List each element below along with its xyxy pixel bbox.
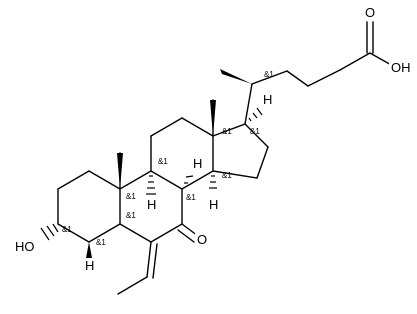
bond-c20-c22 (251, 70, 288, 85)
stereo-label-c13: &1 (222, 127, 232, 136)
bond-c6-ethylidene-double-a (146, 241, 152, 278)
ketone-o-label: O (197, 232, 207, 247)
bond-c11-c12 (150, 117, 183, 137)
bond-c5-c10 (88, 223, 121, 243)
hash-c14-h (209, 175, 217, 189)
bond-c14-c8 (181, 170, 214, 190)
atom-labels: OH O O HO H H H H H (13, 4, 413, 273)
bond-c1-c2 (88, 170, 121, 190)
wedge-c5-h (86, 242, 92, 258)
stereo-label-c8: &1 (186, 193, 196, 202)
bond-c13-c17 (212, 123, 246, 137)
bond-c7-o-double-b (177, 229, 195, 243)
hash-c3-oh (40, 223, 59, 241)
hash-c8-h (184, 175, 194, 184)
wedge-c13-methyl (210, 100, 216, 136)
bond-c23-c24 (307, 69, 341, 87)
acid-oh-label: OH (391, 60, 411, 75)
bond-c2-c3 (57, 170, 90, 190)
stereo-label-c5: &1 (96, 238, 106, 247)
stereo-label-c9: &1 (158, 157, 168, 166)
hash-c17-h (248, 107, 263, 122)
bond-c17-c16 (244, 123, 269, 148)
h-c14-label: H (209, 197, 218, 212)
bond-c6-c5 (119, 223, 152, 243)
bond-c17-c20 (244, 83, 253, 125)
bond-ethylidene-methyl (117, 276, 148, 295)
h-c8-label: H (193, 156, 202, 171)
h-c5-label: H (85, 258, 94, 273)
acid-o-label: O (365, 5, 375, 20)
h-c17-label: H (263, 92, 272, 107)
bond-c6-ethylidene-double-b (152, 243, 158, 279)
wedge-c20-methyl (220, 69, 252, 84)
stereo-label-c17: &1 (250, 127, 260, 136)
bond-c4-c5 (57, 223, 90, 243)
stereo-label-c14: &1 (222, 171, 232, 180)
stereo-bonds (40, 69, 263, 258)
bond-c9-c8 (150, 170, 183, 190)
bond-c15-c14 (212, 170, 258, 179)
wedge-c10-methyl (117, 153, 123, 189)
bond-layer (57, 21, 394, 295)
bond-c7-c6 (150, 223, 183, 243)
stereo-label-c7: &1 (126, 211, 136, 220)
h-c9-label: H (147, 197, 156, 212)
hydroxyl-ho-label: HO (15, 239, 35, 254)
stereo-label-c10: &1 (126, 192, 136, 201)
stereo-labels: &1 &1 &1 &1 &1 &1 &1 &1 &1 &1 (62, 70, 274, 247)
bond-c22-c23 (286, 70, 309, 87)
bond-c9-c10 (119, 170, 152, 190)
bond-c24-c25 (339, 52, 371, 71)
hash-c9-h (146, 175, 156, 195)
stereo-label-c3: &1 (62, 225, 72, 234)
bond-c16-c15 (256, 146, 269, 179)
stereo-label-c20: &1 (264, 70, 274, 79)
bond-c12-c13 (181, 117, 214, 137)
